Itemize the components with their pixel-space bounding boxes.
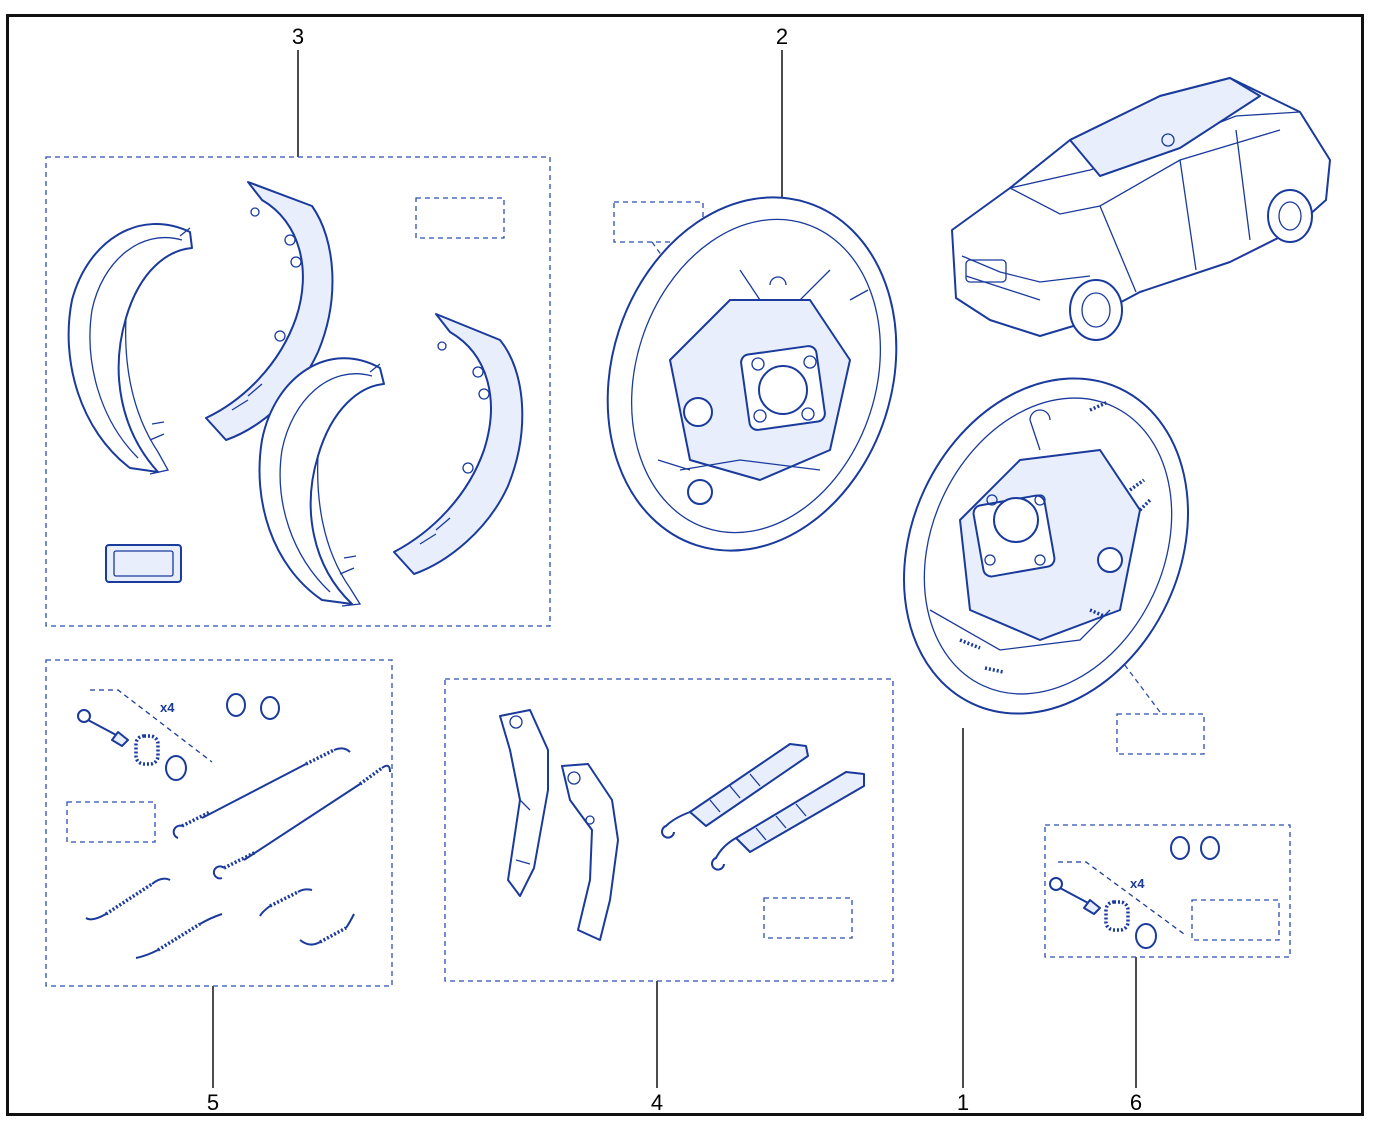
adjuster-strut-b	[711, 771, 865, 871]
kit-box-6	[1044, 824, 1291, 958]
washer-d	[1200, 836, 1220, 860]
adjuster-strut-a	[661, 743, 809, 839]
adjuster-spring-b	[135, 913, 223, 959]
hold-down-cup	[165, 755, 187, 781]
callout-1: 1	[957, 1090, 969, 1115]
hold-down-pin-kit6	[1049, 877, 1101, 915]
brake-backplate-2	[606, 196, 898, 552]
reference-box-kit3	[415, 197, 505, 239]
hold-down-spring	[134, 734, 160, 766]
callout-4: 4	[651, 1090, 663, 1115]
brake-shoe-d	[393, 313, 524, 575]
hold-down-pin	[77, 709, 129, 747]
hold-down-spring-kit6	[1104, 900, 1130, 932]
callout-2: 2	[776, 24, 788, 49]
washer-b	[260, 696, 280, 720]
reference-box-kit5	[66, 801, 156, 843]
kit-box-4	[444, 678, 894, 982]
hold-down-cup-kit6	[1135, 923, 1157, 949]
quantity-x4-kit5: x4	[160, 700, 175, 715]
hold-down-kit-6: x4	[1049, 836, 1220, 949]
brake-shoe-set	[67, 181, 524, 607]
return-spring-long-a	[172, 747, 351, 839]
leader-lines	[212, 50, 1137, 1088]
callout-5: 5	[207, 1090, 219, 1115]
kit-box-3	[45, 156, 551, 627]
return-spring-long-b	[212, 764, 391, 880]
small-spring-b	[299, 913, 355, 946]
quantity-x4-kit6: x4	[1130, 876, 1145, 891]
lever-adjuster-kit-4	[499, 709, 865, 941]
adjuster-spring-a	[85, 877, 171, 921]
kit-label-plate	[105, 544, 182, 583]
reference-box-backplate-1	[1116, 713, 1205, 755]
kit-box-5	[45, 659, 393, 987]
parking-brake-lever	[499, 709, 549, 897]
brake-shoe-a	[67, 223, 193, 475]
adjuster-lever	[561, 763, 619, 941]
reference-box-kit4	[763, 897, 853, 939]
washer-a	[226, 693, 246, 717]
brake-shoe-c	[258, 357, 385, 607]
small-spring-a	[259, 888, 313, 917]
car-illustration	[951, 77, 1331, 341]
brake-backplate-1	[903, 377, 1189, 715]
callout-3: 3	[292, 24, 304, 49]
callout-6: 6	[1130, 1090, 1142, 1115]
reference-box-kit6	[1191, 899, 1280, 941]
spring-kit-5: x4	[77, 689, 391, 959]
washer-c	[1170, 836, 1190, 860]
